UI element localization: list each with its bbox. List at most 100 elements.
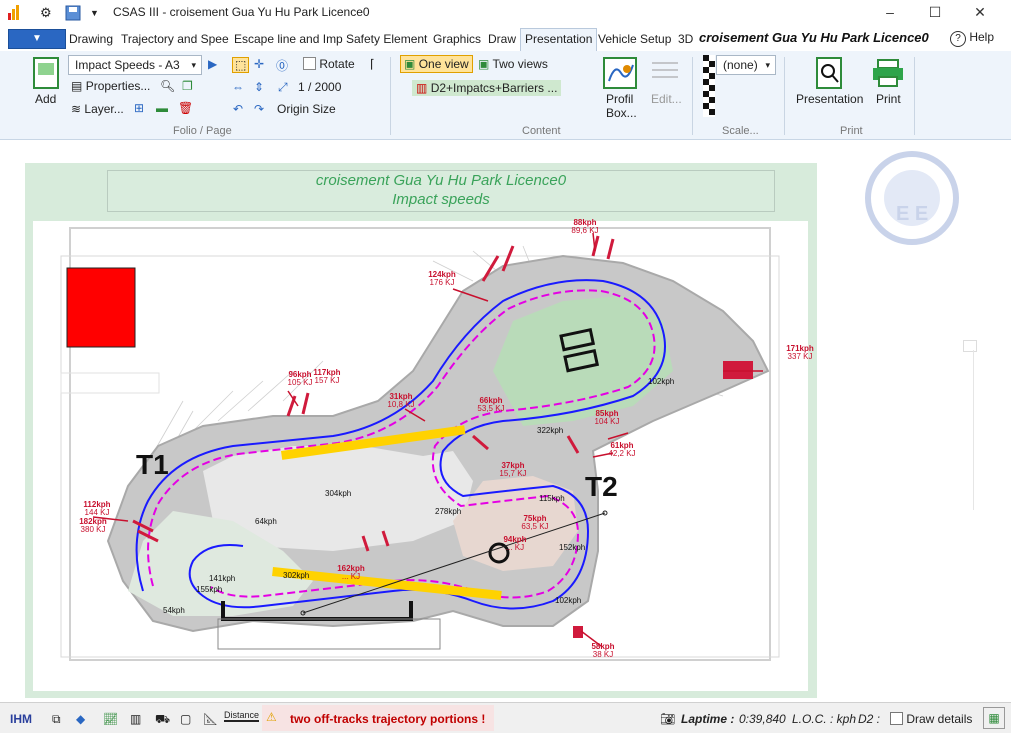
rotate-left-icon[interactable]: ↶ xyxy=(233,102,244,116)
help-icon: ? xyxy=(950,31,966,47)
ruler-icon[interactable]: 📐︎ xyxy=(203,712,219,726)
cube-icon[interactable]: ◆ xyxy=(76,712,86,726)
move-tool-icon[interactable]: ✛ xyxy=(254,57,265,71)
tab-safety-element[interactable]: Safety Element xyxy=(346,32,428,46)
zero-tool-icon[interactable]: ⓪ xyxy=(276,59,289,73)
impact-energy: 380 KJ xyxy=(81,525,106,534)
speed-label: 304kph xyxy=(325,489,351,498)
corner-t2-label: T2 xyxy=(585,471,618,502)
yellow-straight-south xyxy=(272,567,502,600)
minimize-button[interactable]: – xyxy=(886,4,894,20)
select-tool-icon[interactable]: ⬚ xyxy=(232,57,250,73)
print-button[interactable]: Print xyxy=(876,92,901,106)
play-icon[interactable]: ▶ xyxy=(208,57,218,71)
impact-speed: 75kph xyxy=(523,514,546,523)
ihm-button[interactable]: IHM xyxy=(10,712,32,726)
red-block xyxy=(66,267,136,348)
fit-width-icon[interactable]: ⇔ xyxy=(232,80,244,94)
measure-handle[interactable] xyxy=(602,510,608,516)
distance-measure-line[interactable] xyxy=(302,512,606,614)
scale-select[interactable]: (none)▾ xyxy=(716,55,776,75)
insert-icon[interactable]: ⊞ xyxy=(134,101,145,115)
overview-icon[interactable]: ▦ xyxy=(983,707,1005,729)
tab-vehicle-setup[interactable]: Vehicle Setup xyxy=(598,32,672,46)
impact-energy: 15,7 KJ xyxy=(499,469,526,478)
view-icon: ▣ xyxy=(404,57,416,71)
layers-button[interactable]: ≋ Layer... xyxy=(71,102,124,116)
tab-3d[interactable]: 3D xyxy=(678,32,694,46)
tab-presentation[interactable]: Presentation xyxy=(520,28,598,51)
print-icon[interactable] xyxy=(872,59,904,90)
track-view[interactable]: T1 T2 322kph 304kph 278kph 302kph 141kph… xyxy=(33,218,814,691)
warning-text: two off-tracks trajectory portions ! xyxy=(290,712,486,726)
profil-box-icon[interactable] xyxy=(603,57,637,92)
zoom-icon[interactable]: 🔍︎ xyxy=(160,79,176,93)
print-group-label: Print xyxy=(840,125,863,137)
tab-drawing[interactable]: Drawing xyxy=(69,32,114,46)
presentation-button[interactable]: Presentation xyxy=(796,92,864,106)
origin-size-button[interactable]: Origin Size xyxy=(277,102,336,116)
file-menu-button[interactable]: ▼ xyxy=(8,29,66,49)
impact-speed: 117kph xyxy=(313,368,340,377)
maximize-button[interactable]: ☐ xyxy=(928,4,942,20)
page-select[interactable]: Impact Speeds - A3▾ xyxy=(68,55,202,75)
impact-speed: 182kph xyxy=(79,517,107,526)
draw-details-checkbox[interactable]: Draw details xyxy=(890,712,972,726)
add-page-icon[interactable] xyxy=(33,57,59,92)
settings-icon[interactable]: ⚙ xyxy=(40,5,52,20)
bar-chart-icon[interactable]: ▥ xyxy=(130,712,142,726)
page-select-value: Impact Speeds - A3 xyxy=(75,58,180,72)
delete-icon[interactable]: 🗑︎ xyxy=(178,101,194,115)
two-views-button[interactable]: ▣ Two views xyxy=(478,57,548,71)
infield-center xyxy=(203,446,473,551)
impact-speed: 162kph xyxy=(337,564,365,573)
box-icon[interactable]: ▢ xyxy=(180,712,192,726)
properties-icon: ▤ xyxy=(71,79,83,93)
tab-escape-line[interactable]: Escape line and Imp xyxy=(234,32,343,46)
impact-energy: 337 KJ xyxy=(788,352,813,361)
vehicle-icon[interactable]: ⛟ xyxy=(155,712,171,726)
impact-speed: 96kph xyxy=(288,370,311,379)
speed-label: 102kph xyxy=(555,596,581,605)
profil-box-button[interactable]: Profil Box... xyxy=(606,92,637,120)
help-button[interactable]: ? Help xyxy=(950,30,994,47)
edit-icon[interactable] xyxy=(650,57,680,86)
two-views-icon: ▣ xyxy=(478,57,490,71)
help-label: Help xyxy=(969,30,995,44)
fit-height-icon[interactable]: ⇕ xyxy=(254,80,265,94)
impact-speed: 85kph xyxy=(595,409,618,418)
impact-energy: 157 KJ xyxy=(315,376,340,385)
print-small-icon[interactable]: ▬ xyxy=(156,101,168,115)
scroll-marker[interactable] xyxy=(963,340,977,352)
view-list-item[interactable]: ▥ D2+Impatcs+Barriers ... xyxy=(412,80,562,96)
edit-button[interactable]: Edit... xyxy=(651,92,682,106)
chart-icon: ▥ xyxy=(416,81,428,95)
scale-select-value: (none) xyxy=(723,58,758,72)
impact-speed: 31kph xyxy=(389,392,412,401)
graph-icon[interactable]: 📈︎ xyxy=(103,712,119,726)
drawing-canvas[interactable]: E E croisement Gua Yu Hu Park Licence0 I… xyxy=(0,140,1011,702)
impact-energy: 10,8 KJ xyxy=(387,400,414,409)
tab-trajectory[interactable]: Trajectory and Spee xyxy=(121,32,229,46)
impact-energy: ... KJ xyxy=(342,572,360,581)
layers-tool-icon[interactable]: ⧉ xyxy=(52,712,61,726)
tab-draw[interactable]: Draw xyxy=(488,32,517,46)
rotate-right-icon[interactable]: ↷ xyxy=(254,102,265,116)
copy-icon[interactable]: ❐ xyxy=(182,79,193,93)
distance-button[interactable]: Distance xyxy=(224,710,260,722)
folio-page: croisement Gua Yu Hu Park Licence0 Impac… xyxy=(25,163,817,698)
save-icon[interactable] xyxy=(65,5,81,24)
track-map: T1 T2 322kph 304kph 278kph 302kph 141kph… xyxy=(60,218,814,661)
properties-button[interactable]: ▤ Properties... xyxy=(71,79,150,93)
one-view-button[interactable]: ▣ One view xyxy=(400,55,473,73)
impact-energy: 42,2 KJ xyxy=(608,449,635,458)
layers-label: Layer... xyxy=(84,102,124,116)
close-button[interactable]: ✕ xyxy=(974,4,986,20)
presentation-icon[interactable] xyxy=(816,57,842,92)
scale-icon[interactable]: ⤢ xyxy=(278,80,288,94)
tab-graphics[interactable]: Graphics xyxy=(433,32,482,46)
quick-access-dropdown-icon[interactable]: ▼ xyxy=(90,8,99,18)
measure-handle[interactable] xyxy=(300,610,306,616)
rotate-checkbox[interactable]: Rotate xyxy=(303,57,355,71)
add-button[interactable]: Add xyxy=(35,92,57,106)
